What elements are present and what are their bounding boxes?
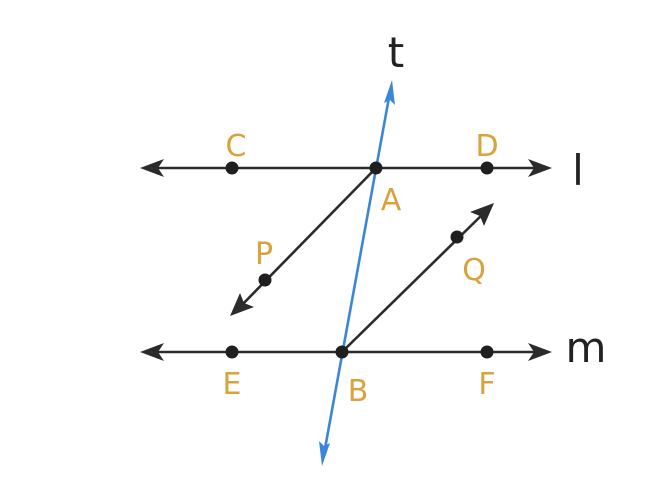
point-b-label: B: [348, 374, 369, 409]
point-b-dot: [335, 345, 349, 359]
point-c-label: C: [226, 129, 247, 164]
line-t-label: t: [388, 28, 404, 77]
line-m-left-arrowhead: [140, 343, 164, 361]
point-e-dot: [225, 345, 239, 359]
ray-ap: [230, 167, 377, 316]
point-a-dot: [369, 161, 383, 175]
point-f-dot: [480, 345, 494, 359]
line-l: [140, 159, 552, 177]
line-m-label: m: [566, 323, 607, 372]
point-a-label: A: [381, 183, 402, 218]
line-l-left-arrowhead: [140, 159, 164, 177]
point-e-label: E: [223, 367, 242, 402]
point-q-label: Q: [462, 253, 486, 288]
transversal-t-bottom-arrowhead: [319, 441, 330, 466]
transversal-t: [319, 80, 395, 466]
point-p-dot: [258, 273, 272, 287]
point-d-dot: [480, 161, 494, 175]
point-q-dot: [450, 230, 464, 244]
point-c-dot: [225, 161, 239, 175]
transversal-t-top-arrowhead: [384, 80, 395, 105]
point-f-label: F: [478, 367, 495, 402]
ray-bq-arrowhead: [470, 203, 494, 226]
point-p-label: P: [255, 237, 273, 272]
line-l-right-arrowhead: [528, 159, 552, 177]
point-d-label: D: [475, 129, 498, 164]
line-l-label: l: [572, 146, 584, 195]
ray-ap-arrowhead: [230, 293, 254, 316]
line-m-right-arrowhead: [528, 343, 552, 361]
